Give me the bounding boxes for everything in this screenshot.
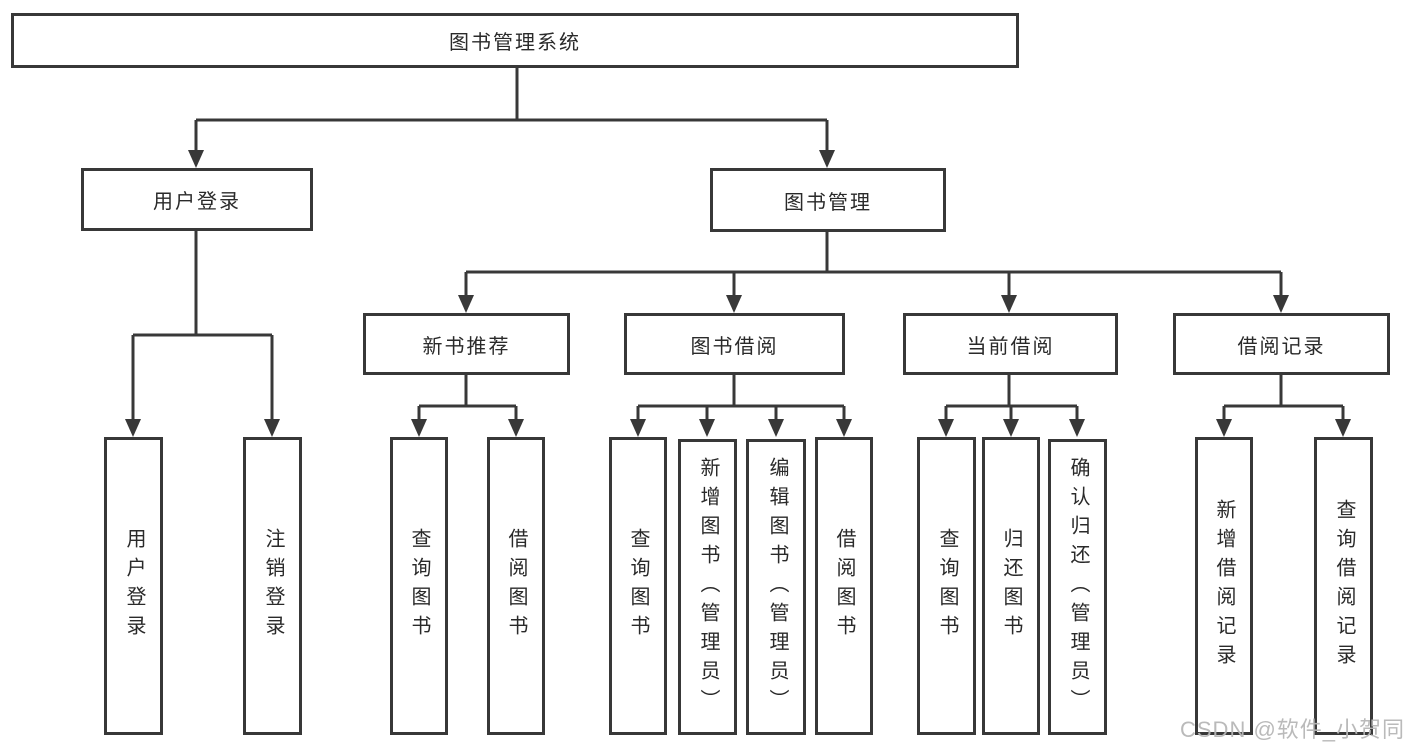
node-book-management: 图书管理 [710, 168, 946, 232]
arrowhead [508, 419, 524, 437]
node-book-borrowing: 图书借阅 [624, 313, 845, 375]
node-root: 图书管理系统 [11, 13, 1019, 68]
node-user-login: 用户登录 [81, 168, 313, 231]
leaf-edit-books-admin: 编辑图书（管理员） [746, 439, 806, 735]
leaf-borrow-books-2: 借阅图书 [815, 437, 873, 735]
leaf-query-books-1: 查询图书 [390, 437, 448, 735]
connector-user-login-to-leaves [131, 230, 274, 421]
connector-book-management-to-level3 [464, 231, 1283, 297]
arrowhead [264, 419, 280, 437]
arrowhead [768, 419, 784, 437]
connector-root-to-level2 [194, 68, 829, 152]
arrowhead [188, 150, 204, 168]
connector-current-borrowing-to-leaves [944, 374, 1079, 421]
arrowhead [1069, 419, 1085, 437]
arrowhead [1003, 419, 1019, 437]
arrowhead [726, 295, 742, 313]
connector-new-book-to-leaves [417, 374, 518, 421]
arrowhead [1001, 295, 1017, 313]
leaf-query-books-3: 查询图书 [917, 437, 976, 735]
arrowhead [699, 419, 715, 437]
watermark: CSDN @软件_小贺同学 [1180, 717, 1405, 742]
arrowhead [836, 419, 852, 437]
arrowhead [1273, 295, 1289, 313]
leaf-add-books-admin: 新增图书（管理员） [678, 439, 737, 735]
arrowhead [125, 419, 141, 437]
leaf-query-borrow-record: 查询借阅记录 [1314, 437, 1373, 735]
connector-book-borrowing-to-leaves [636, 374, 846, 421]
arrowhead [1335, 419, 1351, 437]
arrowhead [1216, 419, 1232, 437]
arrowhead [938, 419, 954, 437]
leaf-return-books: 归还图书 [982, 437, 1040, 735]
leaf-query-books-2: 查询图书 [609, 437, 667, 735]
arrowhead [819, 150, 835, 168]
node-new-book-recommendation: 新书推荐 [363, 313, 570, 375]
leaf-borrow-books-1: 借阅图书 [487, 437, 545, 735]
leaf-logout-login: 注销登录 [243, 437, 302, 735]
leaf-user-login: 用户登录 [104, 437, 163, 735]
leaf-confirm-return-admin: 确认归还（管理员） [1048, 439, 1107, 735]
leaf-add-borrow-record: 新增借阅记录 [1195, 437, 1253, 735]
arrowhead [458, 295, 474, 313]
arrowheads [125, 150, 1351, 437]
arrowhead [411, 419, 427, 437]
connector-borrowing-records-to-leaves [1222, 374, 1345, 421]
node-current-borrowing: 当前借阅 [903, 313, 1118, 375]
node-borrowing-records: 借阅记录 [1173, 313, 1390, 375]
arrowhead [630, 419, 646, 437]
